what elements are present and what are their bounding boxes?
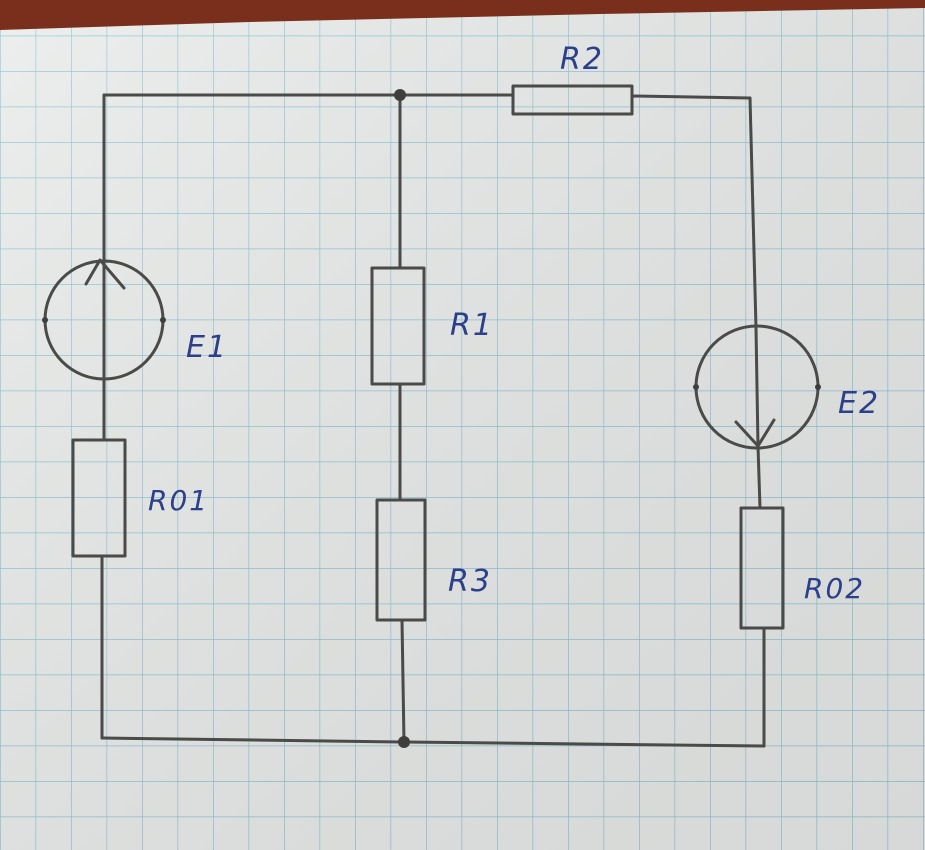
wire-right-mid [756,444,762,510]
label-r02: R02 [804,572,866,605]
resistor-r2 [511,84,634,116]
wire-top-right [630,94,752,100]
source-e1-arrow-up-icon [84,258,126,290]
node-bottom [398,736,410,748]
source-e2-bar [754,326,760,448]
resistor-r02 [739,506,785,630]
label-e1: E1 [186,330,229,365]
resistor-r01 [71,438,127,558]
wire-middle-bottom [400,618,406,744]
resistor-r3 [375,498,427,622]
label-r3: R3 [448,564,492,599]
tick-e2-right [815,384,821,390]
tick-e1-left [42,317,48,323]
table-edge [0,0,925,30]
label-r01: R01 [148,484,210,517]
resistor-r1 [370,266,426,386]
label-r2: R2 [560,42,604,77]
tick-e1-right [160,317,166,323]
label-e2: E2 [838,386,881,421]
wire-bottom-left [100,736,406,744]
label-r1: R1 [450,308,494,343]
wire-right-top [748,96,758,330]
tick-e2-left [693,384,699,390]
source-e2-arrow-down-icon [734,418,776,448]
node-top [394,89,406,101]
wire-bottom-right [402,740,766,748]
